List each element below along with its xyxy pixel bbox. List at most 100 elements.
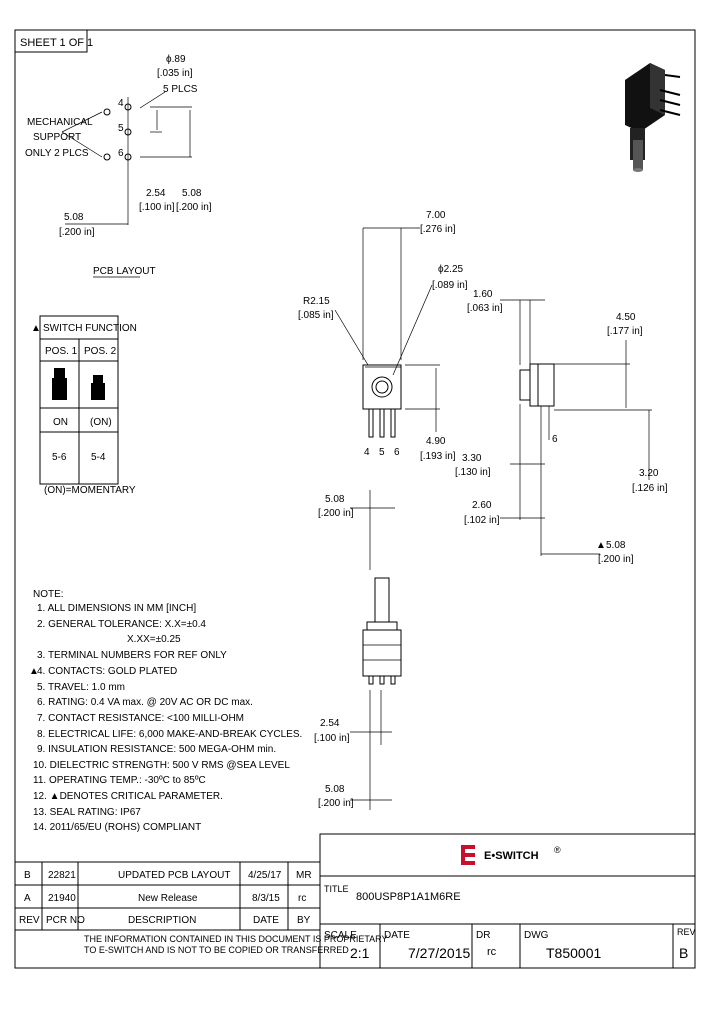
rev-b: B — [24, 870, 31, 881]
front-pin-5 — [379, 408, 385, 438]
switch-function-table: ▲ SWITCH FUNCTION POS. 1 POS. 2 ON (ON) … — [31, 315, 137, 496]
switch-3d-icon — [625, 63, 681, 172]
revision-table: B 22821 UPDATED PCB LAYOUT 4/25/17 MR A … — [14, 861, 388, 955]
switch-conn-pos1: 5-6 — [52, 452, 67, 463]
pcb-mech-support-3: ONLY 2 PLCS — [25, 148, 89, 159]
rev-a-pcr: 21940 — [48, 893, 76, 904]
dwg-value: T850001 — [546, 945, 601, 961]
front-r215: R2.15 — [303, 296, 330, 307]
switch-conn-pos2: 5-4 — [91, 452, 106, 463]
brand-name: E•SWITCH — [484, 850, 539, 862]
by-header: BY — [297, 915, 311, 926]
side-dim-508: 5.08 — [606, 540, 626, 551]
side-pin-label: 6 — [552, 434, 558, 445]
pcb-support-hole-bottom — [103, 153, 111, 161]
bottom-view: 5.08 [.200 in] 2.54 [.100 in] 5.08 [.200… — [314, 490, 402, 810]
side-dim-330: 3.30 — [462, 453, 482, 464]
dr-value: rc — [487, 946, 497, 958]
side-dim-330-in: [.130 in] — [455, 467, 491, 478]
front-view: 7.00 [.276 in] ϕ2.25 [.089 in] R2.15 [.0… — [298, 210, 468, 462]
front-dim-700-in: [.276 in] — [420, 224, 456, 235]
rev-b-pcr: 22821 — [48, 870, 76, 881]
pcb-dim-508-left-in: [.200 in] — [59, 227, 95, 238]
pcb-dim-508-right-in: [.200 in] — [176, 202, 212, 213]
critical-mark: ▲ — [31, 323, 41, 334]
note-3: 3. TERMINAL NUMBERS FOR REF ONLY — [37, 650, 227, 661]
e-switch-logo — [461, 845, 475, 865]
title-block: E•SWITCH ® TITLE 800USP8P1A1M6RE SCALE 2… — [319, 833, 696, 969]
pcb-hole-dia: ϕ.89 — [166, 54, 186, 65]
note-4: 4. CONTACTS: GOLD PLATED — [37, 666, 177, 677]
proprietary-line-1: THE INFORMATION CONTAINED IN THIS DOCUME… — [84, 934, 388, 944]
scale-label: SCALE — [324, 930, 357, 941]
pcb-pin-5: 5 — [118, 123, 124, 134]
note-13: 13. SEAL RATING: IP67 — [33, 807, 141, 818]
bottom-dim-508-bot-in: [.200 in] — [318, 798, 354, 809]
date-label: DATE — [384, 930, 410, 941]
pcb-mech-support-2: SUPPORT — [33, 132, 81, 143]
note-9: 9. INSULATION RESISTANCE: 500 MEGA-OHM m… — [37, 744, 276, 755]
bottom-actuator — [374, 577, 390, 623]
switch-function-title: SWITCH FUNCTION — [43, 323, 137, 334]
rev-b-date: 4/25/17 — [248, 870, 282, 881]
switch-state-pos1: ON — [53, 417, 68, 428]
front-dim-225: ϕ2.25 — [438, 264, 464, 275]
bottom-dim-508-bot: 5.08 — [325, 784, 345, 795]
note-5: 5. TRAVEL: 1.0 mm — [37, 682, 125, 693]
pcb-hole-dia-in: [.035 in] — [157, 68, 193, 79]
note-8: 8. ELECTRICAL LIFE: 6,000 MAKE-AND-BREAK… — [37, 729, 302, 740]
actuator-pos2-icon — [93, 375, 103, 383]
switch-pos1-header: POS. 1 — [45, 346, 78, 357]
front-dim-490-in: [.193 in] — [420, 451, 456, 462]
part-title: 800USP8P1A1M6RE — [356, 891, 461, 903]
pcr-header: PCR NO — [46, 915, 85, 926]
note-11: 11. OPERATING TEMP.: -30ºC to 85ºC — [33, 775, 206, 786]
note-12: 12. ▲DENOTES CRITICAL PARAMETER. — [33, 791, 223, 802]
bottom-dim-508-top: 5.08 — [325, 494, 345, 505]
note-6: 6. RATING: 0.4 VA max. @ 20V AC OR DC ma… — [37, 697, 253, 708]
pcb-hole-count: 5 PLCS — [163, 84, 198, 95]
front-pin-label-5: 5 — [379, 447, 385, 458]
pcb-layout: ϕ.89 [.035 in] 5 PLCS MECHANICAL SUPPORT… — [25, 54, 212, 278]
rev-value: B — [679, 945, 688, 961]
pcb-dim-508-left: 5.08 — [64, 212, 84, 223]
front-pin-6 — [390, 408, 396, 438]
front-body — [362, 364, 402, 410]
critical-mark-note4: ▲ — [29, 666, 39, 677]
side-dim-450-in: [.177 in] — [607, 326, 643, 337]
rev-label: REV — [677, 927, 696, 937]
front-actuator-inner — [375, 380, 389, 394]
note-7: 7. CONTACT RESISTANCE: <100 MILLI-OHM — [37, 713, 244, 724]
pcb-pin-4: 4 — [118, 98, 124, 109]
bottom-body — [362, 629, 402, 677]
rev-b-by: MR — [296, 870, 312, 881]
note-10: 10. DIELECTRIC STRENGTH: 500 V RMS @SEA … — [33, 760, 290, 771]
dr-label: DR — [476, 930, 490, 941]
desc-header: DESCRIPTION — [128, 915, 196, 926]
pcb-dim-508-right: 5.08 — [182, 188, 202, 199]
side-dim-260: 2.60 — [472, 500, 492, 511]
date-value: 7/27/2015 — [408, 945, 470, 961]
side-dim-160-in: [.063 in] — [467, 303, 503, 314]
front-dim-700: 7.00 — [426, 210, 446, 221]
switch-footnote: (ON)=MOMENTARY — [44, 485, 136, 496]
note-1: 1. ALL DIMENSIONS IN MM [INCH] — [37, 603, 196, 614]
title-label: TITLE — [324, 884, 349, 894]
rev-a: A — [24, 893, 31, 904]
side-view: 1.60 [.063 in] 4.50 [.177 in] 6 3.30 [.1… — [455, 289, 668, 565]
bottom-dim-508-top-in: [.200 in] — [318, 508, 354, 519]
pcb-pin-6: 6 — [118, 148, 124, 159]
rev-a-by: rc — [298, 893, 306, 904]
side-dim-260-in: [.102 in] — [464, 515, 500, 526]
sheet-label: SHEET 1 OF 1 — [20, 37, 93, 49]
pcb-support-hole-top — [103, 108, 111, 116]
front-actuator-outer — [371, 376, 393, 398]
front-pin-label-4: 4 — [364, 447, 370, 458]
bottom-dim-254: 2.54 — [320, 718, 340, 729]
bottom-dim-254-in: [.100 in] — [314, 733, 350, 744]
front-pin-label-6: 6 — [394, 447, 400, 458]
side-dim-160: 1.60 — [473, 289, 493, 300]
rev-header: REV — [19, 915, 40, 926]
note-2: 2. GENERAL TOLERANCE: X.X=±0.4 — [37, 619, 206, 630]
